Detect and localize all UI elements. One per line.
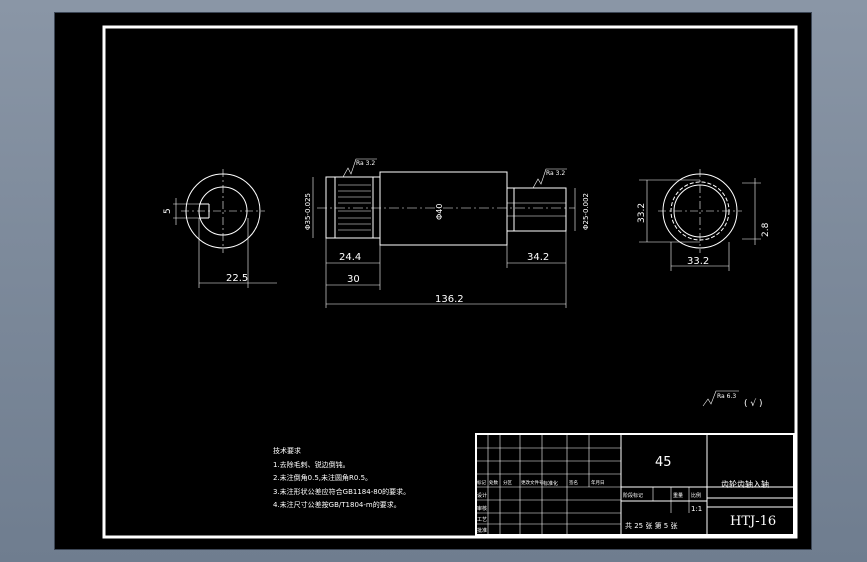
right-end-view (639, 169, 761, 271)
title-part-name: 齿轮齿轴入轴 (721, 479, 769, 489)
dim-24-4: 24.4 (339, 252, 361, 263)
header-cell: 标记 (477, 479, 486, 486)
title-material: 45 (655, 455, 672, 470)
title-block (475, 433, 795, 536)
drawing-canvas: 22.5 5 24.4 30 136.2 34.2 Φ35-0.025 Φ40 … (55, 13, 811, 549)
technical-requirements: 技术要求 1.去除毛刺、锐边倒钝。 2.未注倒角0.5,未注圆角R0.5。 3.… (273, 445, 410, 513)
header-cell: 更改文件号 (521, 479, 544, 486)
title-scale-label: 比例 (691, 492, 701, 499)
header-cell: 签名 (569, 479, 578, 486)
title-sheet-text: 共 25 张 第 5 张 (625, 521, 678, 530)
tech-requirements-title: 技术要求 (273, 447, 301, 455)
roughness-label-1: Ra 3.2 (356, 160, 375, 167)
roughness-label-2: Ra 3.2 (546, 170, 565, 177)
dim-30: 30 (347, 274, 360, 285)
dim-34-2: 34.2 (527, 252, 549, 263)
roughness-paren: ( √ ) (744, 398, 762, 409)
dim-phi25: Φ25-0.002 (582, 193, 590, 230)
title-standardize: 标准化 (543, 480, 558, 487)
cad-drawing: 22.5 5 24.4 30 136.2 34.2 Φ35-0.025 Φ40 … (102, 25, 798, 539)
dim-phi40: Φ40 (435, 204, 444, 220)
dim-2-8: 2.8 (761, 222, 771, 237)
roughness-label-3: Ra 6.3 (717, 393, 736, 400)
row-label: 工艺 (477, 517, 487, 523)
header-cell: 分区 (503, 479, 512, 486)
shaft-front-view (312, 158, 576, 308)
dim-136-2: 136.2 (435, 294, 464, 305)
header-cell: 年月日 (591, 479, 605, 486)
row-label: 审核 (477, 505, 487, 512)
tech-requirement-item: 4.未注尺寸公差按GB/T1804-m的要求。 (273, 501, 401, 509)
dim-phi35: Φ35-0.025 (304, 193, 312, 230)
dim-5: 5 (163, 208, 173, 214)
dim-33-2-vertical: 33.2 (637, 203, 647, 223)
dim-33-2-horizontal: 33.2 (687, 256, 709, 267)
dim-22-5: 22.5 (226, 273, 248, 284)
drawing-frame (102, 25, 798, 539)
tech-requirement-item: 1.去除毛刺、锐边倒钝。 (273, 460, 350, 469)
header-cell: 处数 (489, 479, 498, 486)
left-end-view (173, 169, 277, 288)
title-weight-label: 重量 (673, 492, 683, 499)
title-scale: 1:1 (691, 505, 702, 513)
tech-requirement-item: 2.未注倒角0.5,未注圆角R0.5。 (273, 474, 373, 482)
tech-requirement-item: 3.未注形状公差应符合GB1184-80的要求。 (273, 487, 411, 496)
row-label: 设计 (477, 492, 487, 499)
title-drawing-no: HTJ-16 (730, 514, 776, 529)
row-label: 批准 (477, 527, 487, 534)
title-stage-label: 阶段标记 (623, 492, 643, 499)
